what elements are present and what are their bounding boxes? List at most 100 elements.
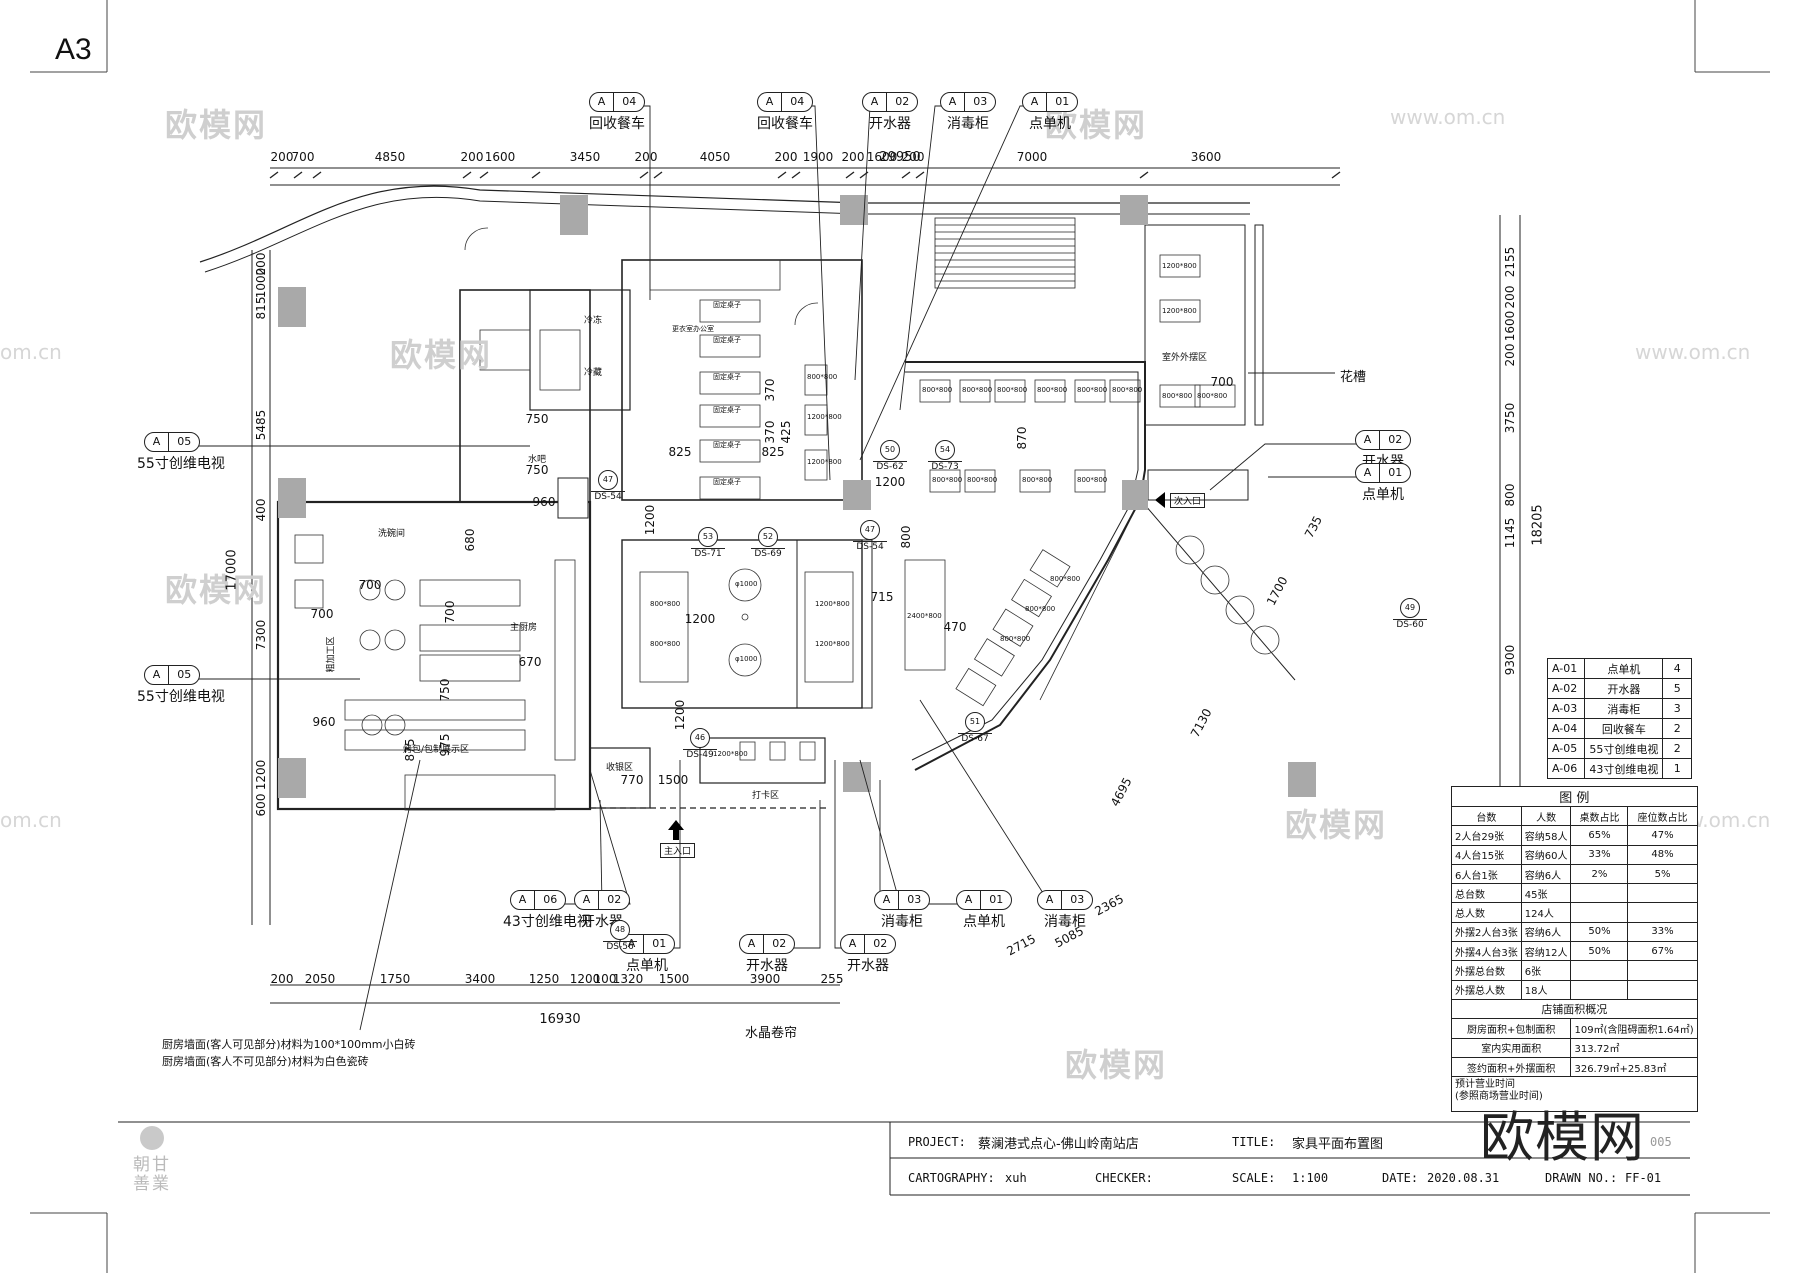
cashier-label: 收银区 (606, 763, 634, 773)
legend-cell (1570, 902, 1629, 923)
callout-number: 03 (964, 93, 995, 111)
callout-prefix: A (747, 937, 756, 950)
callout-code: A 01 (955, 890, 1013, 910)
table-size-label: 800*800 (650, 640, 681, 648)
fixed-table-label: 固定桌子 (713, 441, 741, 449)
drawn-no-label: DRAWN NO.: (1545, 1171, 1618, 1185)
callout-number: 05 (168, 433, 199, 451)
callout-label: 55寸创维电视 (137, 689, 225, 705)
legend-cell (1627, 979, 1698, 1000)
fixed-table-label: 固定桌子 (713, 301, 741, 309)
checker-label: CHECKER: (1095, 1171, 1153, 1185)
plan-dim: 770 (620, 773, 644, 787)
section-tag-number: 49 (1400, 598, 1420, 618)
table-layout (294, 227, 1280, 811)
plan-dim: 870 (1015, 426, 1029, 450)
callout-number: 01 (980, 891, 1011, 909)
title-block-lines (118, 1121, 1690, 1196)
callout-prefix: A (1045, 893, 1054, 906)
legend-cell: 45张 (1520, 883, 1572, 904)
callout-prefix: A (964, 893, 973, 906)
section-tag-id: DS-49 (683, 749, 717, 760)
legend-cell: 容纳58人 (1520, 825, 1572, 846)
dimension-value: 3600 (1190, 150, 1222, 164)
plan-dim: 370 (763, 378, 777, 402)
callout-label: 开水器 (847, 958, 889, 974)
crystal-curtain-label: 水晶卷帘 (745, 1026, 798, 1041)
area-value: 313.72㎡ (1570, 1037, 1698, 1058)
callout-code: A 03 (1036, 890, 1094, 910)
table-size-label: 800*800 (997, 386, 1028, 394)
schedule-name: 点单机 (1584, 658, 1664, 679)
callout-number: 04 (781, 93, 812, 111)
legend-cell (1570, 960, 1629, 981)
dimension-value: 1000 (254, 267, 268, 299)
dimension-value: 815 (254, 296, 268, 320)
area-name: 厨房面积+包制面积 (1450, 1018, 1572, 1039)
legend-cell (1627, 902, 1698, 923)
dimension-value: 1145 (1503, 517, 1517, 549)
legend-cell: 外摆4人台3张 (1451, 941, 1522, 962)
plan-dim: 750 (525, 412, 549, 426)
callout-prefix: A (152, 668, 161, 681)
watermark-text: 欧模网 (390, 336, 493, 374)
watermark-large: 欧模网 (1480, 1106, 1645, 1169)
wall-note: 厨房墙面(客人可见部分)材料为100*100mm小白砖 (162, 1038, 416, 1051)
main-kitchen-label: 主厨房 (510, 623, 538, 633)
section-tag-id: DS-54 (853, 541, 887, 552)
dimension-value: 200 (1503, 285, 1517, 309)
logo-text: 朝甘善業 (133, 1155, 171, 1194)
table-size-label: 800*800 (1077, 386, 1108, 394)
plan-dim: 825 (761, 445, 785, 459)
callout-number: 02 (886, 93, 917, 111)
callout-prefix: A (870, 95, 879, 108)
dimension-value: 200 (634, 150, 658, 164)
round-table-label: φ1000 (735, 655, 758, 663)
plan-dim: 700 (358, 578, 382, 592)
logo-icon (140, 1126, 164, 1150)
legend-cell: 容纳12人 (1520, 941, 1572, 962)
dimension-value: 600 (254, 793, 268, 817)
plan-dim: 1200 (643, 504, 657, 536)
table-size-label: 800*800 (1050, 575, 1081, 583)
rough-area-label: 粗加工区 (326, 636, 337, 673)
plan-dim: 875 (403, 738, 417, 762)
callout-number: 01 (1046, 93, 1077, 111)
callout-number: 03 (1061, 891, 1092, 909)
legend-cell: 容纳6人 (1520, 863, 1572, 885)
table-size-label: 800*800 (650, 600, 681, 608)
section-tag-number: 52 (758, 527, 778, 547)
dimension-value: 4050 (699, 150, 731, 164)
dimension-value: 4850 (374, 150, 406, 164)
area-name: 室内实用面积 (1450, 1037, 1572, 1058)
callout-label: 点单机 (1029, 116, 1071, 132)
legend-cell: 外摆总人数 (1451, 979, 1522, 1000)
schedule-qty: 1 (1662, 758, 1692, 779)
watermark-text: 欧模网 (165, 571, 268, 609)
callout-label: 43寸创维电视 (503, 914, 591, 930)
plan-dim: 750 (438, 678, 452, 702)
section-tag-id: DS-56 (603, 941, 637, 952)
dimension-value: 1600 (866, 150, 898, 164)
dimension-value: 200 (1503, 343, 1517, 367)
dimension-value: 200 (901, 150, 925, 164)
callout-label: 开水器 (746, 958, 788, 974)
legend-cell: 124人 (1520, 902, 1572, 923)
